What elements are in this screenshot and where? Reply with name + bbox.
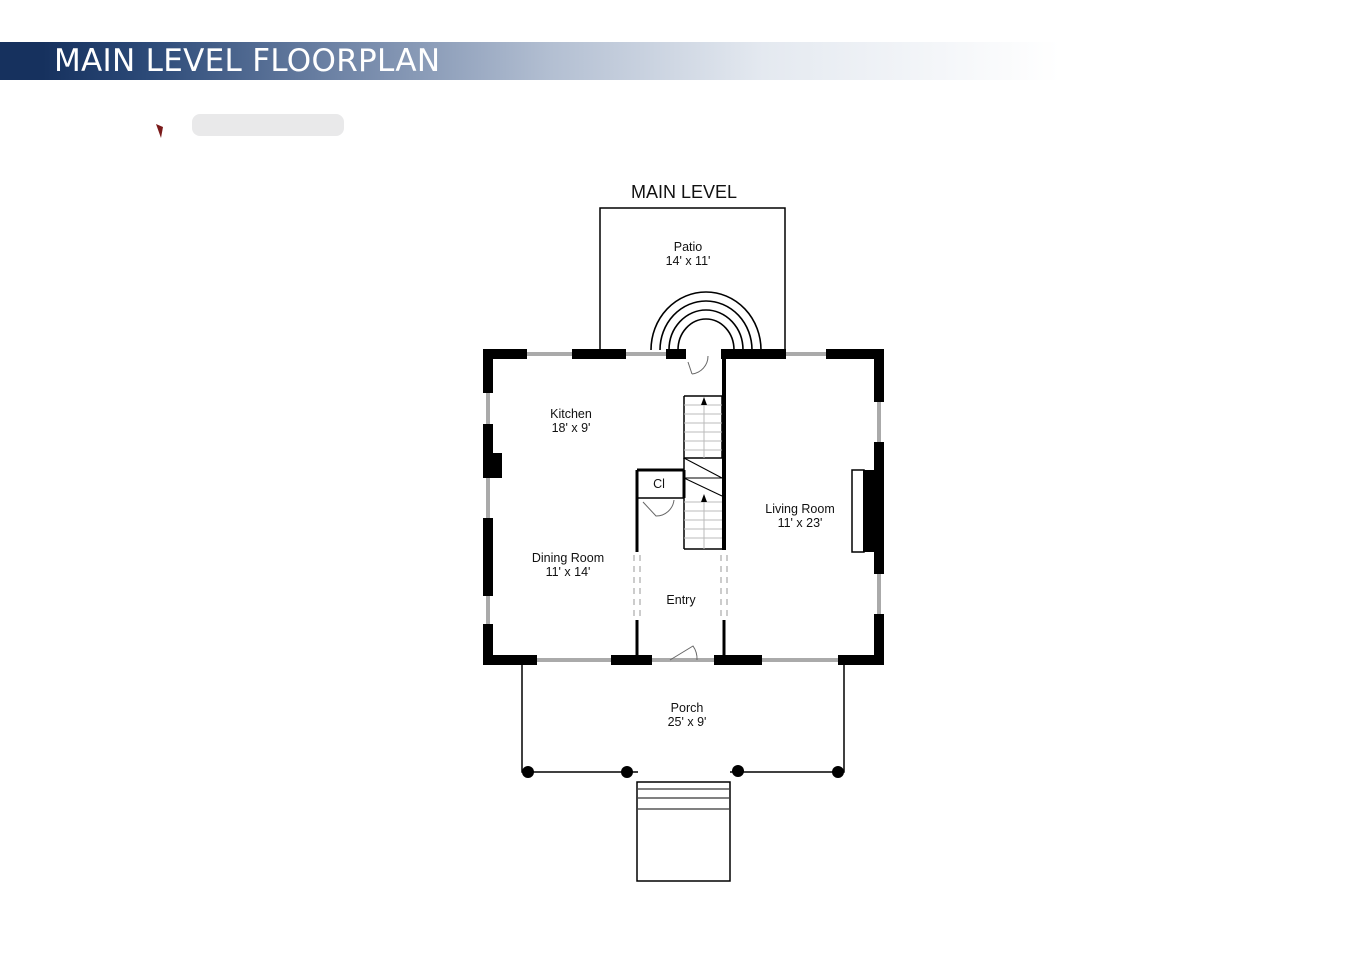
room-label-entry: Entry: [666, 593, 696, 607]
stairs: [683, 395, 723, 550]
room-size-living: 11' x 23': [778, 516, 823, 530]
window-lines: [486, 352, 881, 662]
fireplace: [851, 469, 865, 553]
header-banner: MAIN LEVEL FLOORPLAN: [0, 42, 1060, 80]
porch-columns: [522, 765, 844, 778]
room-label-patio: Patio: [674, 240, 703, 254]
room-label-living: Living Room: [765, 502, 834, 516]
room-size-dining: 11' x 14': [546, 565, 591, 579]
porch-outline: [521, 665, 845, 882]
room-label-kitchen: Kitchen: [550, 407, 592, 421]
room-size-porch: 25' x 9': [668, 715, 707, 729]
level-title: MAIN LEVEL: [631, 182, 737, 202]
brand-logo-fragment: [150, 110, 360, 142]
page-title: MAIN LEVEL FLOORPLAN: [54, 43, 441, 79]
room-label-dining: Dining Room: [532, 551, 604, 565]
room-label-closet: Cl: [653, 477, 665, 491]
exterior-walls: [483, 349, 884, 665]
patio-outline: [599, 207, 786, 350]
room-size-patio: 14' x 11': [666, 254, 711, 268]
patio-curved-steps: [650, 291, 762, 351]
doors: [642, 355, 709, 661]
interior-walls: [635, 354, 726, 660]
open-wall-dashes: [633, 555, 728, 620]
room-label-porch: Porch: [671, 701, 704, 715]
room-size-kitchen: 18' x 9': [552, 421, 591, 435]
